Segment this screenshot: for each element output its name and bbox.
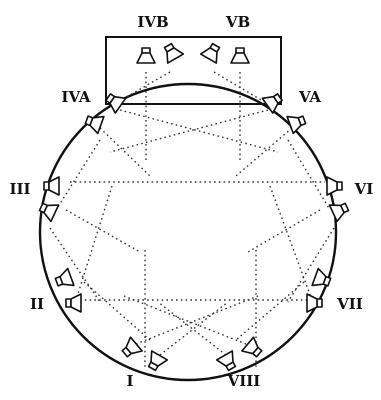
label-viii: VIII	[227, 372, 261, 390]
speaker-viii-right-icon	[241, 336, 263, 358]
speaker-ii-lower-icon	[65, 293, 82, 313]
dotted-line-vi-lower	[287, 227, 335, 303]
speaker-iii-lower-icon	[38, 202, 60, 223]
speaker-iva-lower-icon	[84, 115, 105, 135]
speaker-ivb-right-icon	[163, 42, 185, 64]
dotted-line-vi-vii	[269, 185, 313, 301]
speaker-va-lower-icon	[286, 115, 307, 135]
speaker-vii-upper-icon	[311, 267, 332, 287]
speaker-vi-upper-icon	[326, 176, 343, 196]
speaker-ivb-left-icon	[136, 47, 156, 64]
dotted-line-iva-iii	[55, 139, 101, 211]
speaker-iii-upper-icon	[43, 176, 60, 196]
dotted-line-vb-va	[213, 71, 269, 105]
dotted-line-iii-lower	[49, 227, 101, 303]
speaker-viii-left-icon	[215, 350, 237, 372]
dotted-line-viii-up	[157, 301, 227, 356]
speaker-ring	[38, 82, 338, 382]
speaker-vi-lower-icon	[328, 202, 350, 223]
label-va: VA	[298, 88, 321, 106]
label-iii: III	[9, 180, 30, 198]
speaker-ii-upper-icon	[54, 267, 75, 287]
dotted-line-iii-ii	[75, 185, 113, 301]
label-i: I	[126, 372, 133, 390]
label-ivb: IVB	[137, 13, 168, 31]
upper-array-box	[105, 36, 282, 105]
dotted-line-vi-mid	[247, 209, 321, 253]
speaker-iva-upper-icon	[105, 93, 127, 114]
dotted-line-va-vi	[287, 139, 331, 211]
label-vi: VI	[354, 180, 374, 198]
dotted-line-ii-i	[83, 281, 151, 341]
dotted-line-iva-center	[99, 127, 151, 177]
speaker-vb-right-icon	[230, 47, 250, 64]
dotted-line-i-cross	[135, 295, 259, 345]
dotted-line-i-up	[159, 301, 229, 356]
dotted-line-iva-across	[119, 109, 279, 153]
dotted-line-iii-mid	[65, 209, 141, 253]
label-ii: II	[30, 295, 44, 313]
speaker-vii-lower-icon	[306, 293, 323, 313]
dotted-line-vii-viii	[235, 281, 305, 341]
speaker-va-upper-icon	[261, 93, 283, 114]
speakers	[38, 42, 350, 372]
speaker-labels: IVB VB IVA VA III VI II VII I VIII	[9, 13, 373, 390]
label-vii: VII	[336, 295, 363, 313]
dotted-line-va-center	[235, 127, 293, 177]
dotted-line-va-across	[109, 109, 269, 153]
speaker-vb-left-icon	[199, 42, 221, 64]
dotted-line-viii-cross	[123, 295, 247, 345]
label-vb: VB	[225, 13, 250, 31]
speaker-i-left-icon	[121, 336, 143, 358]
label-iva: IVA	[61, 88, 90, 106]
speaker-i-right-icon	[147, 350, 169, 372]
